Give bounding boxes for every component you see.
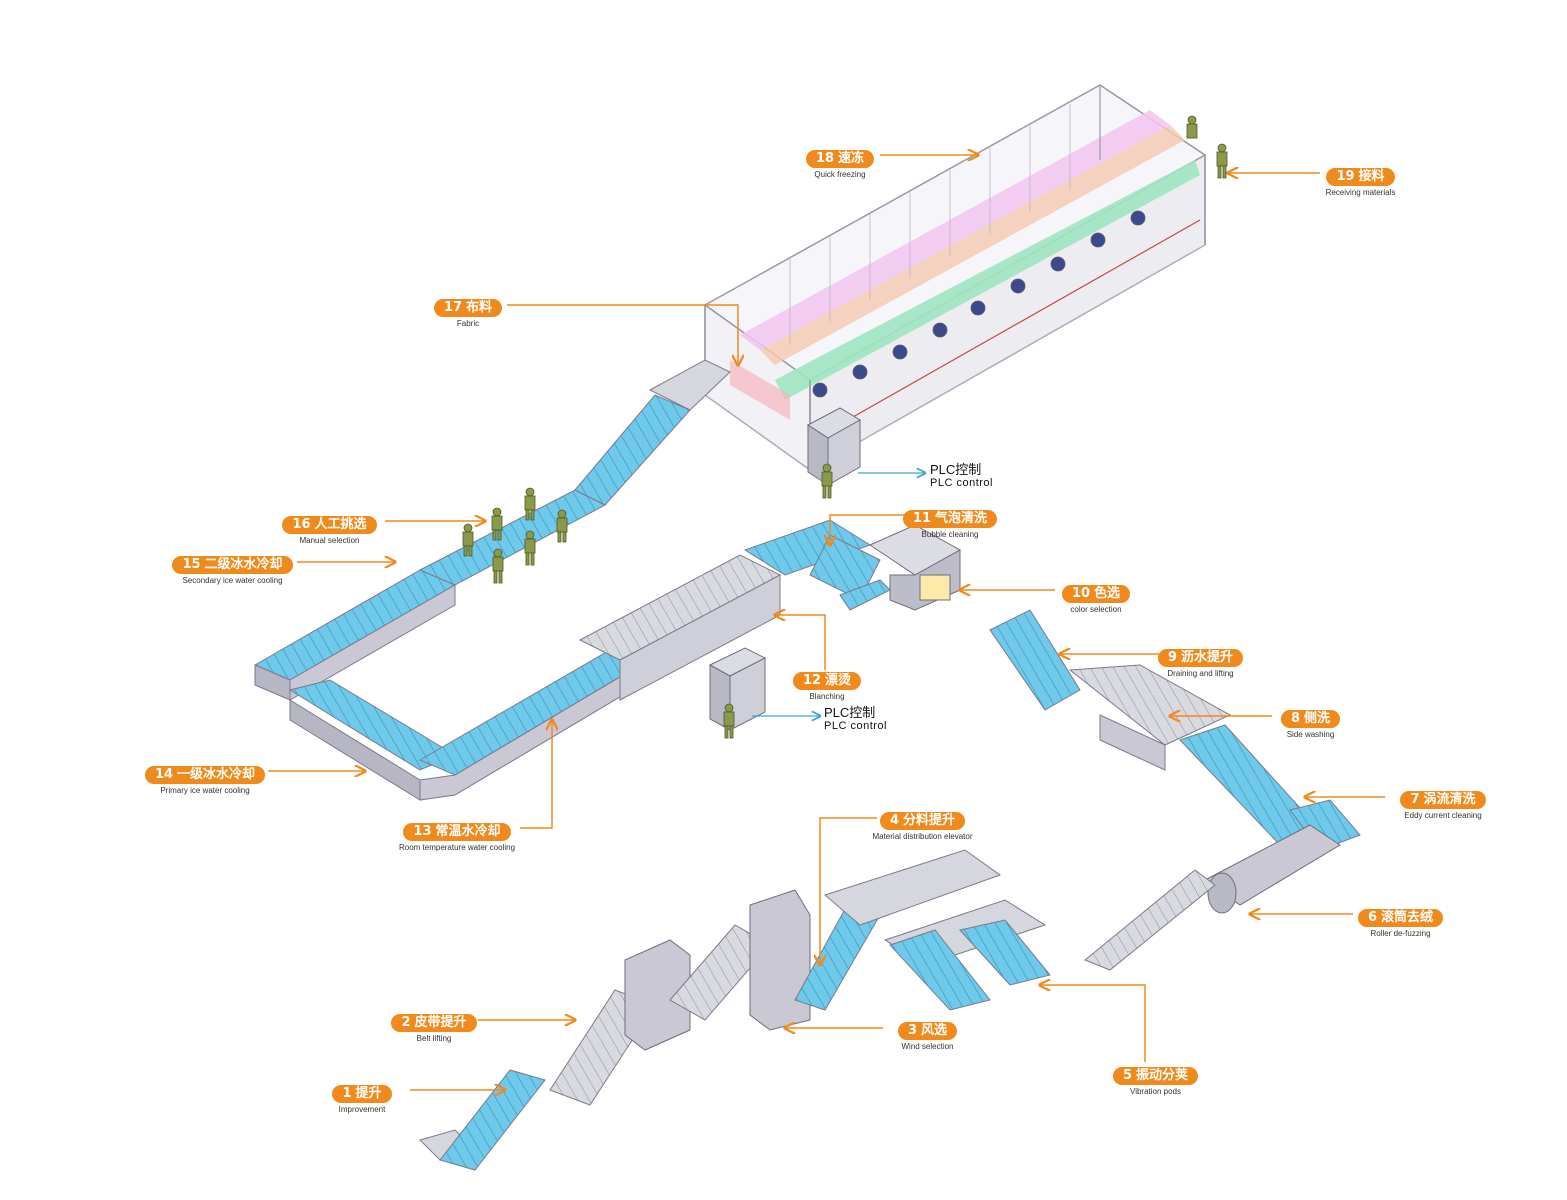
worker-figure bbox=[1216, 143, 1228, 179]
bubble-cleaning-machine bbox=[743, 519, 962, 611]
worker-figure bbox=[492, 548, 504, 584]
worker-figure bbox=[723, 703, 735, 739]
workers bbox=[462, 115, 1228, 739]
plc-control-label-upper: PLC控制 PLC control bbox=[930, 462, 993, 489]
washing-line bbox=[989, 609, 1361, 971]
worker-figure bbox=[462, 523, 474, 557]
plc-control-label-lower: PLC控制 PLC control bbox=[824, 705, 887, 732]
leader-lines bbox=[268, 155, 1385, 1090]
worker-figure bbox=[1186, 115, 1198, 139]
worker-figure bbox=[524, 487, 536, 521]
worker-figure bbox=[524, 530, 536, 566]
plc-cabinet-upper bbox=[807, 407, 861, 486]
worker-figure bbox=[556, 509, 568, 543]
cooling-conveyors bbox=[253, 359, 782, 801]
quick-freezer-tunnel bbox=[703, 84, 1207, 472]
plc-cabinet-lower bbox=[708, 647, 767, 731]
sorting-and-lifting-line bbox=[419, 849, 1051, 1171]
worker-figure bbox=[491, 507, 503, 541]
plc-arrows bbox=[752, 473, 925, 716]
worker-figure bbox=[821, 463, 833, 499]
